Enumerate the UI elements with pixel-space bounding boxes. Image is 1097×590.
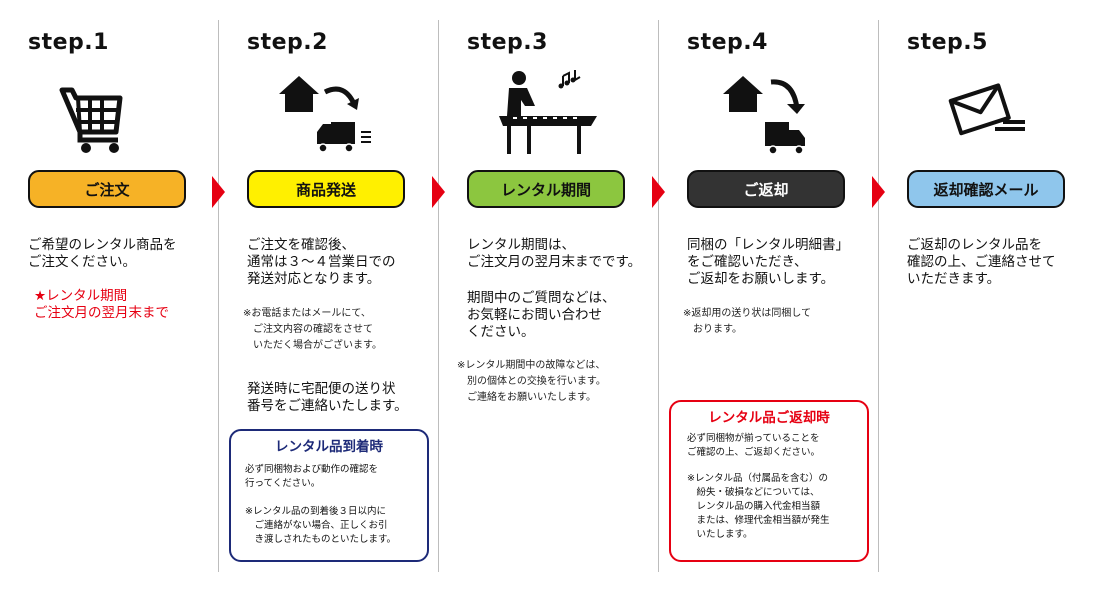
step-4-text: 同梱の「レンタル明細書」 をご確認いただき、 ご返却をお願いします。 bbox=[687, 237, 849, 287]
shopping-cart-icon bbox=[40, 66, 180, 162]
house-to-truck-icon bbox=[259, 66, 399, 162]
step-2-note: ※お電話またはメールにて、 ご注文内容の確認をさせて いただく場合がございます。 bbox=[243, 308, 382, 351]
step-5-pill: 返却確認メール bbox=[907, 170, 1065, 208]
arrival-box-text: 必ず同梱物および動作の確認を 行ってください。 bbox=[245, 464, 379, 489]
arrival-box-title: レンタル品到着時 bbox=[275, 439, 383, 455]
next-arrow-icon bbox=[652, 176, 665, 208]
step-label: step.5 bbox=[907, 30, 988, 55]
arrival-info-box: レンタル品到着時 必ず同梱物および動作の確認を 行ってください。 ※レンタル品の… bbox=[229, 429, 429, 562]
person-playing-keyboard-icon bbox=[479, 66, 619, 162]
return-box-text: 必ず同梱物が揃っていることを ご確認の上、ご返却ください。 bbox=[687, 433, 821, 458]
column-divider bbox=[878, 20, 879, 572]
step-5-text: ご返却のレンタル品を 確認の上、ご連絡させて いただきます。 bbox=[907, 237, 1056, 287]
return-box-note: ※レンタル品（付属品を含む）の 紛失・破損などについては、 レンタル品の購入代金… bbox=[687, 473, 830, 540]
next-arrow-icon bbox=[212, 176, 225, 208]
step-2-text2: 発送時に宅配便の送り状 番号をご連絡いたします。 bbox=[247, 381, 408, 414]
next-arrow-icon bbox=[872, 176, 885, 208]
step-3-pill: レンタル期間 bbox=[467, 170, 625, 208]
step-4-note: ※返却用の送り状は同梱して おります。 bbox=[683, 308, 812, 335]
step-1-text: ご希望のレンタル商品を ご注文ください。 bbox=[28, 237, 177, 270]
envelope-icon bbox=[919, 66, 1059, 162]
step-3-text: レンタル期間は、 ご注文月の翌月末までです。 bbox=[467, 237, 642, 270]
truck-to-house-icon bbox=[699, 66, 839, 162]
column-divider bbox=[218, 20, 219, 572]
step-label: step.4 bbox=[687, 30, 768, 55]
column-divider bbox=[658, 20, 659, 572]
return-box-title: レンタル品ご返却時 bbox=[708, 410, 830, 426]
column-divider bbox=[438, 20, 439, 572]
step-3-note: ※レンタル期間中の故障などは、 別の個体との交換を行います。 ご連絡をお願いいた… bbox=[457, 360, 606, 403]
step-label: step.1 bbox=[28, 30, 109, 55]
step-1-column: step.1 ご注文 ご希望のレンタル商品を ご注文ください。 ★レンタル期間 … bbox=[0, 0, 218, 590]
step-2-text: ご注文を確認後、 通常は３～４営業日での 発送対応となります。 bbox=[247, 237, 396, 287]
step-5-column: step.5 返却確認メール ご返却のレンタル品を 確認の上、ご連絡させて いた… bbox=[879, 0, 1097, 590]
step-3-text2: 期間中のご質問などは、 お気軽にお問い合わせ ください。 bbox=[467, 290, 616, 340]
step-3-column: step.3 レンタル期間 レンタル期間は、 ご注文月の翌月末までです。 期間中… bbox=[439, 0, 657, 590]
step-4-pill: ご返却 bbox=[687, 170, 845, 208]
rental-period-note: ★レンタル期間 ご注文月の翌月末まで bbox=[34, 288, 169, 321]
arrival-box-note: ※レンタル品の到着後３日以内に ご連絡がない場合、正しくお引 き渡しされたものと… bbox=[245, 506, 397, 545]
step-2-pill: 商品発送 bbox=[247, 170, 405, 208]
step-4-column: step.4 ご返却 同梱の「レンタル明細書」 をご確認いただき、 ご返却をお願… bbox=[659, 0, 877, 590]
return-info-box: レンタル品ご返却時 必ず同梱物が揃っていることを ご確認の上、ご返却ください。 … bbox=[669, 400, 869, 562]
next-arrow-icon bbox=[432, 176, 445, 208]
step-2-column: step.2 商品発送 ご注文を確認後、 通常は３～４営業日での 発送対応となり… bbox=[219, 0, 437, 590]
step-label: step.2 bbox=[247, 30, 328, 55]
step-label: step.3 bbox=[467, 30, 548, 55]
step-1-pill: ご注文 bbox=[28, 170, 186, 208]
